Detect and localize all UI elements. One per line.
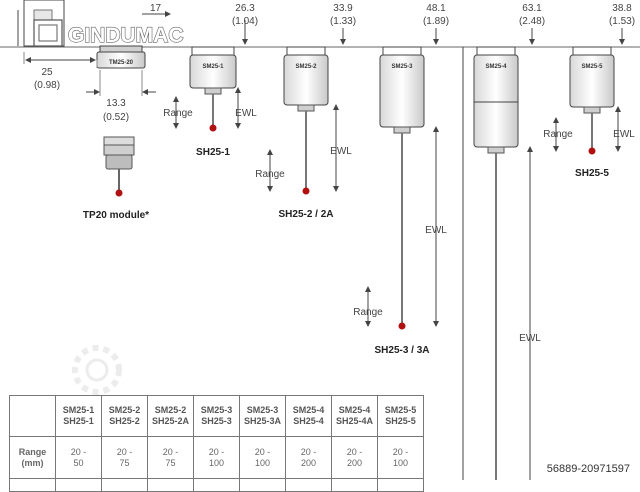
dim-13-3: 13.3 (0.52) xyxy=(86,70,156,123)
holder-sh25-1: SM25-1 xyxy=(189,46,237,132)
table-cell: 20 -100 xyxy=(239,436,286,479)
table-cell xyxy=(9,478,56,492)
sh25-5-range-ewl: Range EWL xyxy=(543,106,635,152)
svg-text:EWL: EWL xyxy=(330,146,352,157)
table-cell xyxy=(55,478,102,492)
table-cell xyxy=(193,478,240,492)
dim-sh25-1: 26.3 (1.04) xyxy=(232,3,258,45)
gindumac-logo: GINDUMAC xyxy=(33,19,184,48)
table-cell xyxy=(101,478,148,492)
table-row-partial xyxy=(9,478,424,492)
svg-text:(2.48): (2.48) xyxy=(519,16,545,27)
top-module-text: TM25-20 xyxy=(109,60,134,66)
svg-text:SM25-3: SM25-3 xyxy=(391,64,413,70)
dim-13-inch: (0.52) xyxy=(103,112,129,123)
svg-text:(1.04): (1.04) xyxy=(232,16,258,27)
dim-sh25-5: 38.8 (1.53) xyxy=(609,3,635,45)
holder-sh25-2: SM25-2 xyxy=(283,46,329,195)
svg-text:Range: Range xyxy=(353,307,383,318)
svg-text:33.9: 33.9 xyxy=(333,3,353,14)
table-cell xyxy=(377,478,424,492)
tp20-caption: TP20 module* xyxy=(83,210,149,221)
svg-text:SM25-5: SM25-5 xyxy=(581,64,603,70)
sh25-1-range-ewl: Range EWL xyxy=(163,87,257,129)
table-cell: 20 -75 xyxy=(147,436,194,479)
svg-text:Range: Range xyxy=(255,169,285,180)
table-cell: 20 -75 xyxy=(101,436,148,479)
table-cell xyxy=(239,478,286,492)
svg-text:SM25-4: SM25-4 xyxy=(485,64,507,70)
svg-text:EWL: EWL xyxy=(519,333,541,344)
holder-sh25-3: SM25-3 xyxy=(379,46,425,330)
tp20-module xyxy=(103,136,135,197)
dim-17-text: 17 xyxy=(150,3,162,14)
svg-text:EWL: EWL xyxy=(425,225,447,236)
dim-25-inch: (0.98) xyxy=(34,80,60,91)
svg-text:EWL: EWL xyxy=(235,108,257,119)
dim-13-text: 13.3 xyxy=(106,98,126,109)
table-cell: 20 -200 xyxy=(331,436,378,479)
table-corner xyxy=(9,395,56,437)
svg-text:38.8: 38.8 xyxy=(612,3,632,14)
sh25-3-range-ewl: Range EWL xyxy=(353,126,447,327)
svg-text:EWL: EWL xyxy=(613,129,635,140)
gindumac-brand: GINDUMAC xyxy=(68,24,184,47)
dim-sh25-2: 33.9 (1.33) xyxy=(330,3,356,45)
sh25-5-caption: SH25-5 xyxy=(575,168,609,179)
sh25-3-caption: SH25-3 / 3A xyxy=(374,345,429,356)
table-cell: 20 -100 xyxy=(193,436,240,479)
table-cell: 20 -100 xyxy=(377,436,424,479)
svg-text:48.1: 48.1 xyxy=(426,3,446,14)
dim-25-text: 25 xyxy=(41,67,53,78)
table-cell xyxy=(285,478,332,492)
dim-sh25-3: 48.1 (1.89) xyxy=(423,3,449,45)
svg-text:(1.89): (1.89) xyxy=(423,16,449,27)
table-cell: 20 -200 xyxy=(285,436,332,479)
holder-sh25-5: SM25-5 xyxy=(569,46,615,155)
sh25-1-caption: SH25-1 xyxy=(196,147,230,158)
sh25-2-range-ewl: Range EWL xyxy=(255,104,352,192)
svg-text:26.3: 26.3 xyxy=(235,3,255,14)
svg-text:63.1: 63.1 xyxy=(522,3,542,14)
svg-text:(1.53): (1.53) xyxy=(609,16,635,27)
probe-dimension-drawing: TM25-20 17 25 (0.98) 13.3 (0.52) TP20 mo… xyxy=(0,0,640,480)
svg-text:(1.33): (1.33) xyxy=(330,16,356,27)
gear-watermark-icon xyxy=(72,345,122,395)
svg-text:Range: Range xyxy=(163,108,193,119)
table-row-range: Range(mm) 20 -50 20 -75 20 -75 20 -100 2… xyxy=(9,436,424,479)
listing-id: 56889-20971597 xyxy=(547,463,630,475)
table-cell xyxy=(331,478,378,492)
dim-17: 17 xyxy=(142,3,171,17)
dim-sh25-4: 63.1 (2.48) xyxy=(519,3,545,45)
svg-text:SM25-2: SM25-2 xyxy=(295,64,317,70)
svg-text:Range: Range xyxy=(543,129,573,140)
svg-text:SM25-1: SM25-1 xyxy=(202,64,224,70)
top-module-stem: TM25-20 xyxy=(96,45,146,69)
sh25-4-ewl: EWL xyxy=(462,47,541,480)
table-cell xyxy=(147,478,194,492)
holder-sh25-4: SM25-4 xyxy=(473,46,519,480)
range-row-label: Range(mm) xyxy=(9,436,56,479)
dim-25: 25 (0.98) xyxy=(23,52,98,91)
table-cell: 20 -50 xyxy=(55,436,102,479)
sh25-2-caption: SH25-2 / 2A xyxy=(278,209,333,220)
